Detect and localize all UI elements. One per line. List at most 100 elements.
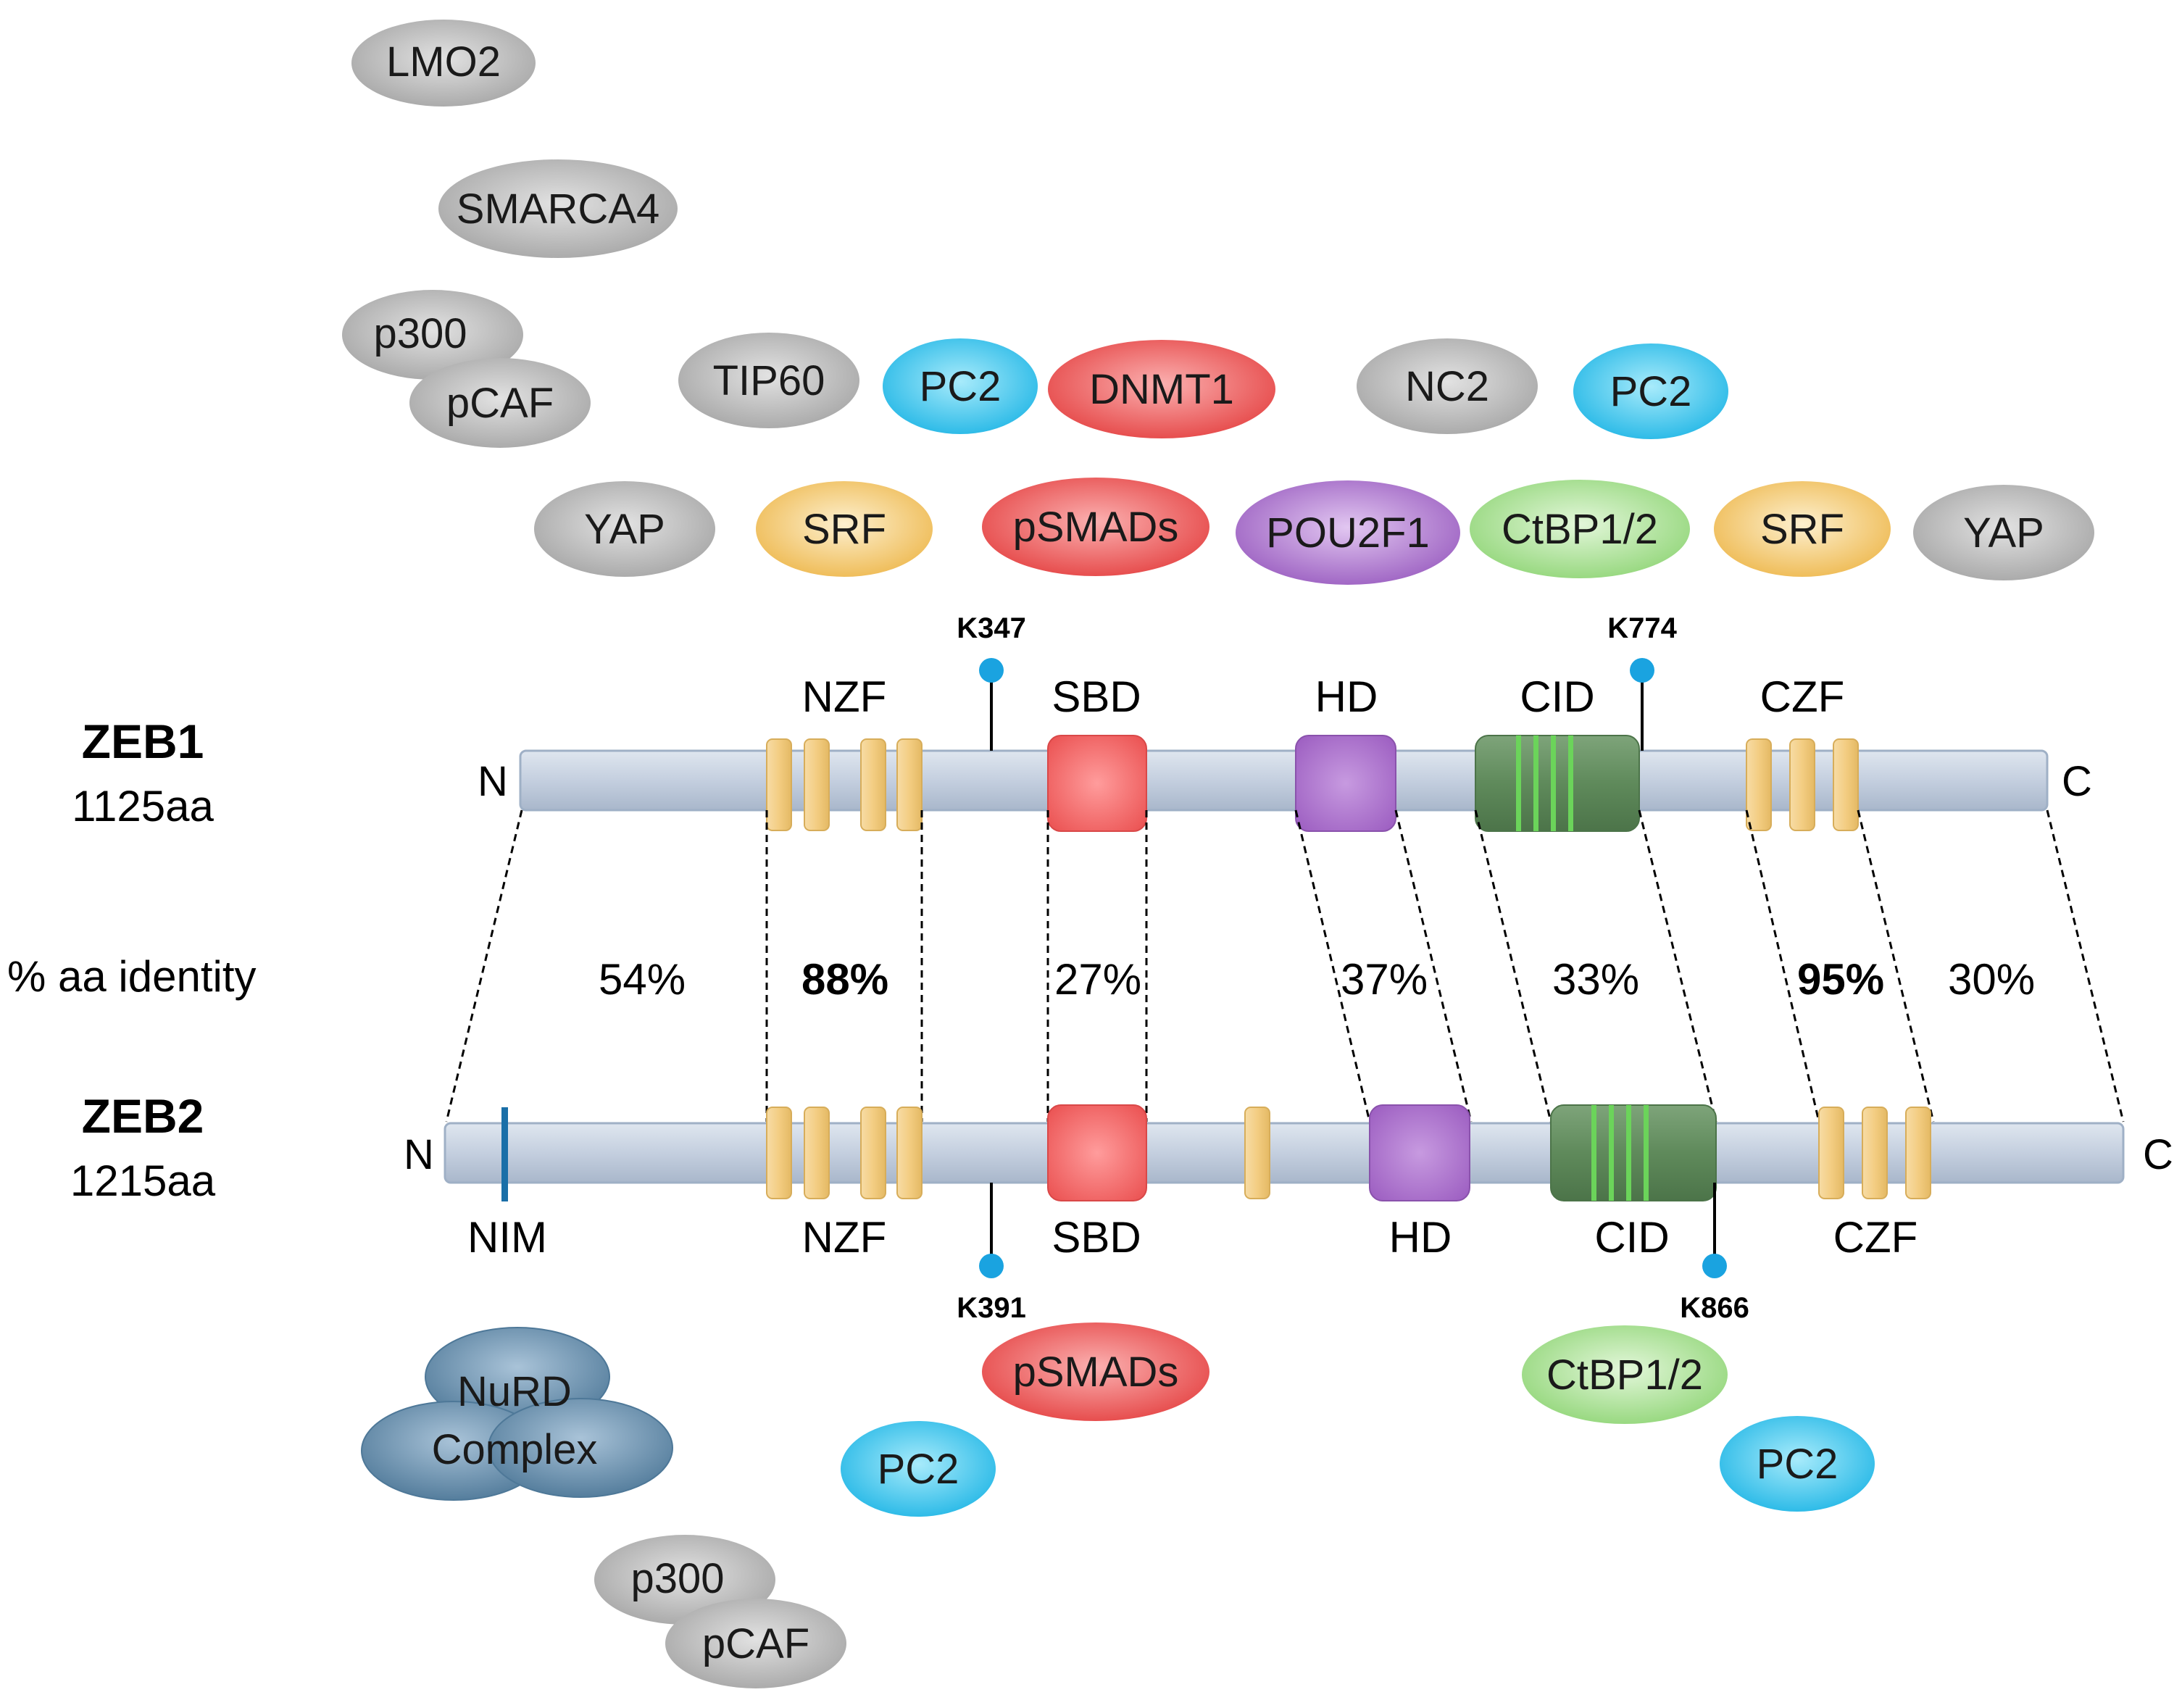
identity-value: 37%	[1341, 955, 1428, 1004]
partner-nurd-complex: NuRD Complex	[361, 1327, 673, 1501]
protein-length: 1215aa	[70, 1157, 216, 1205]
n-terminus-label: N	[404, 1131, 434, 1178]
identity-value: 54%	[599, 955, 686, 1004]
sbd-domain	[1047, 735, 1147, 832]
nurd-label-line2: Complex	[432, 1426, 598, 1473]
partner-ctbp12: CtBP1/2	[1470, 480, 1690, 578]
partner-pc2: PC2	[1573, 343, 1728, 439]
partner-pcaf: pCAF	[409, 358, 591, 448]
partner-label: pCAF	[702, 1620, 809, 1667]
partner-label: PC2	[1757, 1441, 1839, 1488]
partner-label: PC2	[920, 363, 1002, 410]
site-label: K866	[1680, 1292, 1749, 1324]
partner-yap: YAP	[534, 481, 715, 577]
partner-tip60: TIP60	[678, 333, 859, 428]
cid-domain	[1475, 735, 1640, 832]
partner-label: CtBP1/2	[1502, 506, 1658, 553]
sbd-domain	[1047, 1104, 1147, 1201]
partner-dnmt1: DNMT1	[1048, 340, 1275, 438]
partner-label: SMARCA4	[457, 186, 659, 233]
site-label: K347	[957, 612, 1026, 644]
zeb1-partners: LMO2 SMARCA4 p300 pCAF TIP60 PC2 DNMT1	[342, 20, 2094, 585]
nurd-label-line1: NuRD	[457, 1368, 572, 1415]
zeb2-protein: ZEB2 1215aa N C NIM NZF K391 SBD HD	[70, 1089, 2173, 1324]
identity-value: 88%	[801, 955, 888, 1004]
partner-label: PC2	[1610, 368, 1692, 415]
partner-pc2: PC2	[841, 1421, 996, 1517]
czf-domain	[1746, 738, 1859, 831]
partner-label: YAP	[584, 506, 665, 553]
czf-label: CZF	[1760, 672, 1845, 721]
hd-domain	[1369, 1104, 1470, 1201]
cid-label: CID	[1594, 1213, 1669, 1262]
zeb2-partners: NuRD Complex pSMADs CtBP1/2 PC2 PC2 p300…	[361, 1322, 1875, 1688]
partner-label: pSMADs	[1013, 1349, 1179, 1396]
site-label: K774	[1607, 612, 1677, 644]
partner-label: POU2F1	[1266, 509, 1430, 557]
protein-name: ZEB1	[82, 715, 204, 768]
identity-value: 95%	[1797, 955, 1884, 1004]
czf-domain	[1818, 1107, 1931, 1199]
zeb1-protein: ZEB1 1125aa N C NZF K347 SBD HD CID	[72, 612, 2092, 832]
partner-pcaf: pCAF	[665, 1599, 846, 1688]
partner-p300: p300	[342, 290, 523, 380]
identity-label: % aa identity	[7, 952, 257, 1001]
sbd-label: SBD	[1052, 1213, 1141, 1262]
hd-domain	[1295, 735, 1396, 832]
partner-pc2: PC2	[883, 338, 1038, 434]
partner-label: SRF	[802, 506, 886, 553]
c-terminus-label: C	[2143, 1131, 2173, 1178]
partner-label: pSMADs	[1013, 504, 1179, 551]
nim-label: NIM	[467, 1213, 547, 1262]
partner-label: pCAF	[446, 380, 554, 427]
site-label: K391	[957, 1292, 1026, 1324]
c-terminus-label: C	[2062, 758, 2092, 805]
protein-name: ZEB2	[82, 1089, 204, 1143]
cid-label: CID	[1520, 672, 1594, 721]
sbd-label: SBD	[1052, 672, 1141, 721]
partner-lmo2: LMO2	[351, 20, 536, 107]
nzf-label: NZF	[802, 672, 887, 721]
partner-label: LMO2	[386, 38, 501, 86]
partner-pc2: PC2	[1720, 1416, 1875, 1512]
phospho-site-k866: K866	[1680, 1183, 1749, 1324]
n-terminus-label: N	[478, 758, 508, 805]
zeb1-backbone	[519, 749, 2049, 812]
partner-srf: SRF	[1714, 481, 1891, 577]
partner-smarca4: SMARCA4	[438, 159, 678, 258]
partner-psmads: pSMADs	[982, 478, 1209, 576]
partner-psmads: pSMADs	[982, 1322, 1209, 1421]
partner-srf: SRF	[756, 481, 933, 577]
partner-ctbp12: CtBP1/2	[1522, 1325, 1728, 1424]
alignment-lines	[445, 809, 2125, 1122]
identity-value: 27%	[1054, 955, 1141, 1004]
partner-label: DNMT1	[1089, 366, 1234, 413]
phospho-site-k774: K774	[1607, 612, 1678, 751]
partner-label: YAP	[1963, 509, 2044, 557]
partner-label: CtBP1/2	[1546, 1351, 1703, 1399]
czf-label: CZF	[1833, 1213, 1918, 1262]
nim-motif	[501, 1107, 508, 1201]
nzf-label: NZF	[802, 1213, 887, 1262]
zinc-finger-single	[1244, 1107, 1270, 1199]
partner-label: p300	[630, 1555, 724, 1602]
phospho-site-k391: K391	[957, 1183, 1026, 1324]
partner-label: NC2	[1405, 363, 1489, 410]
partner-nc2: NC2	[1357, 338, 1538, 434]
phospho-site-k347: K347	[957, 612, 1026, 751]
hd-label: HD	[1389, 1213, 1452, 1262]
nzf-domain	[766, 738, 923, 831]
partner-label: SRF	[1760, 506, 1844, 553]
partner-label: p300	[373, 310, 467, 357]
identity-row: % aa identity 54% 88% 27% 37% 33% 95% 30…	[7, 952, 2035, 1004]
partner-label: PC2	[878, 1446, 959, 1493]
identity-value: 33%	[1552, 955, 1639, 1004]
partner-label: TIP60	[713, 357, 825, 404]
hd-label: HD	[1315, 672, 1378, 721]
partner-yap: YAP	[1913, 485, 2094, 580]
protein-length: 1125aa	[72, 782, 214, 830]
identity-value: 30%	[1948, 955, 2035, 1004]
cid-domain	[1550, 1104, 1717, 1201]
nzf-domain	[766, 1107, 923, 1199]
